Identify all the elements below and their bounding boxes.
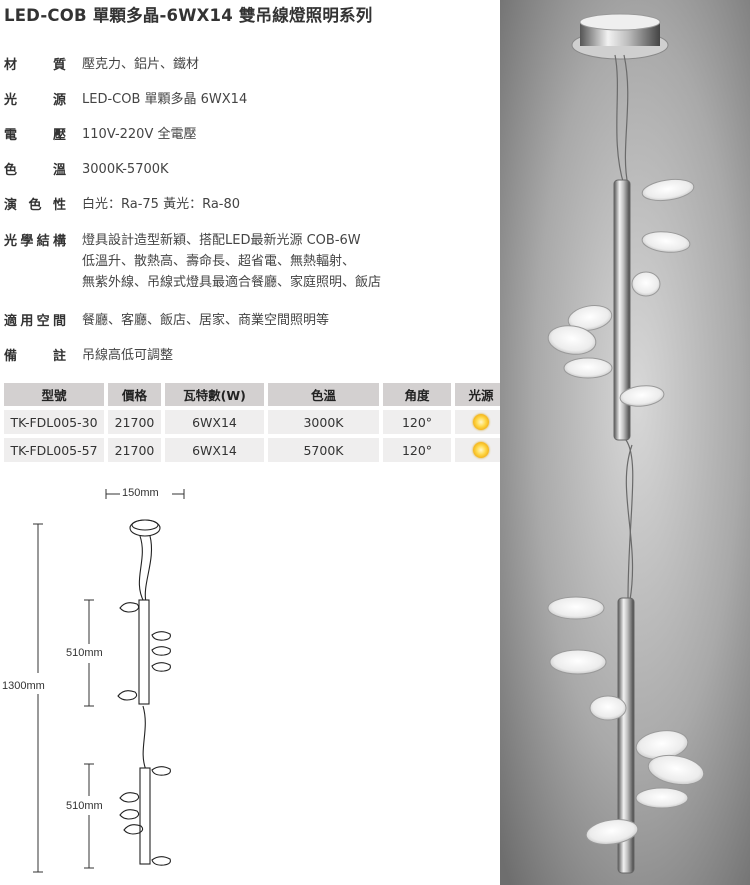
spec-label: 色溫 <box>4 163 66 178</box>
spec-label: 適用空間 <box>4 314 66 329</box>
upper-shades <box>547 178 695 407</box>
spec-label: 電壓 <box>4 128 66 143</box>
dimension-diagram <box>33 489 185 873</box>
cell-price: 21700 <box>108 438 161 462</box>
col-color-temp: 色溫 <box>268 383 379 406</box>
section-height-line <box>84 763 94 869</box>
total-height-line <box>33 523 43 873</box>
cell-model: TK-FDL005-30 <box>4 410 104 434</box>
spec-value: 吊線高低可調整 <box>82 348 174 363</box>
cell-wattage: 6WX14 <box>165 410 264 434</box>
table-header-row: 型號 價格 瓦特數(W) 色溫 角度 光源 <box>4 383 507 406</box>
section-height-line <box>84 599 94 707</box>
spec-value: 3000K-5700K <box>82 162 169 177</box>
ceiling-canopy <box>571 13 669 60</box>
cell-color-temp: 5700K <box>268 438 379 462</box>
cell-model: TK-FDL005-57 <box>4 438 104 462</box>
cell-color-temp: 3000K <box>268 410 379 434</box>
suspension-wires <box>614 54 634 601</box>
spec-value: 壓克力、鋁片、鐵材 <box>82 57 200 72</box>
product-photo <box>500 0 750 885</box>
lower-shades <box>547 596 705 845</box>
section-height-label: 510mm <box>66 800 103 812</box>
width-dimension-line <box>105 489 185 499</box>
col-model: 型號 <box>4 383 104 406</box>
total-height-label: 1300mm <box>2 680 45 692</box>
spec-value: 餐廳、客廳、飯店、居家、商業空間照明等 <box>82 313 330 328</box>
lamp-outline-drawing <box>117 519 171 866</box>
led-light-icon <box>473 442 489 459</box>
table-row: TK-FDL005-57 21700 6WX14 5700K 120° <box>4 438 507 462</box>
col-light-source: 光源 <box>455 383 507 406</box>
cell-wattage: 6WX14 <box>165 438 264 462</box>
spec-label: 材質 <box>4 58 66 73</box>
led-light-icon <box>473 414 489 431</box>
table-row: TK-FDL005-30 21700 6WX14 3000K 120° <box>4 410 507 434</box>
cell-angle: 120° <box>383 410 451 434</box>
spec-value: 燈具設計造型新穎、搭配LED最新光源 COB-6W 低溫升、散熱高、壽命長、超省… <box>82 233 382 290</box>
spec-label: 光源 <box>4 93 66 108</box>
width-dimension-label: 150mm <box>122 487 159 499</box>
spec-value: 110V-220V 全電壓 <box>82 127 197 142</box>
cell-light-source <box>455 438 507 462</box>
cell-angle: 120° <box>383 438 451 462</box>
spec-value: LED-COB 單顆多晶 6WX14 <box>82 92 248 107</box>
cell-light-source <box>455 410 507 434</box>
cell-price: 21700 <box>108 410 161 434</box>
col-wattage: 瓦特數(W) <box>165 383 264 406</box>
page-title: LED-COB 單顆多晶-6WX14 雙吊線燈照明系列 <box>4 6 373 25</box>
spec-label: 光學結構 <box>4 234 66 249</box>
upper-rod <box>613 179 631 441</box>
spec-value: 白光：Ra-75 黃光：Ra-80 <box>82 197 241 212</box>
col-price: 價格 <box>108 383 161 406</box>
spec-label: 備註 <box>4 349 66 364</box>
lower-rod <box>617 597 635 874</box>
product-table: 型號 價格 瓦特數(W) 色溫 角度 光源 TK-FDL005-30 21700… <box>0 379 511 466</box>
spec-label: 演色性 <box>4 198 66 213</box>
col-angle: 角度 <box>383 383 451 406</box>
section-height-label: 510mm <box>66 647 103 659</box>
